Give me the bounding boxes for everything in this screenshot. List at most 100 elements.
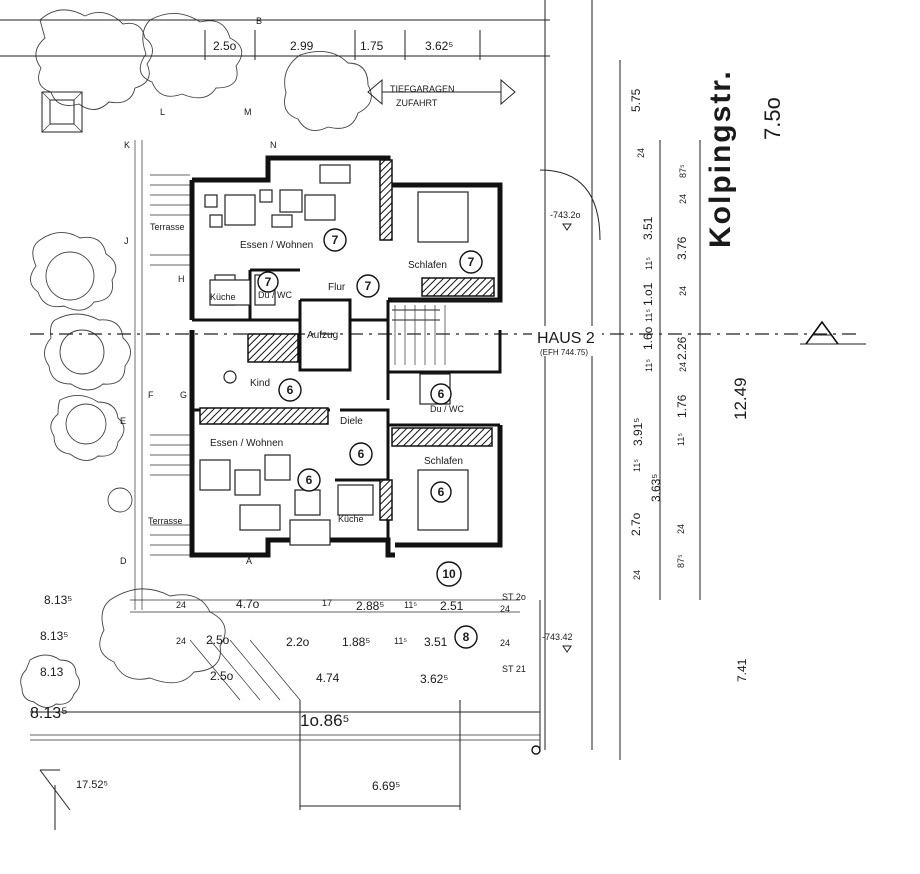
parking-8: 8 [463,630,470,644]
dim-115-a: 11⁵ [644,257,654,270]
house-efh: (EFH 744.75) [540,348,588,357]
dim-24-c: 24 [678,286,688,296]
dim-115-bottom-b: 11⁵ [394,636,407,646]
dim-251: 2.51 [440,599,464,613]
point-g: G [180,390,187,400]
point-k: K [124,140,130,150]
unit-6-living: 6 [306,473,313,487]
dimensions-right: 5.75 3.51 3.76 1.o1 1.6o 2.26 1.76 3.91⁵… [542,88,750,682]
dim-3635: 3.63⁵ [649,474,663,502]
dim-115-d: 11⁵ [676,433,686,446]
dim-3915: 3.91⁵ [631,418,645,446]
house-name: HAUS 2 [537,330,595,347]
dim-8135-a: 8.13⁵ [44,593,72,607]
dim-474: 4.74 [316,671,340,685]
room-essen-wohnen-lower: Essen / Wohnen [210,438,283,449]
garage-label-2: ZUFAHRT [396,98,438,108]
unit-7-sleep: 7 [468,255,475,269]
room-duwc-upper: Du / WC [258,290,293,300]
point-h: H [178,274,185,284]
point-b: B [256,16,262,26]
dim-2885: 2.88⁵ [356,599,384,613]
dim-220: 2.2o [286,635,310,649]
reference-lines [0,0,866,830]
unit-7-duwc: 7 [265,275,272,289]
room-duwc-lower: Du / WC [430,404,465,414]
unit-6-sleep: 6 [438,485,445,499]
dim-115-b: 11⁵ [644,309,654,322]
dim-1249: 12.49 [731,377,750,420]
dim-24-d: 24 [678,362,688,372]
dim-8135-d: 8.13⁵ [30,705,68,722]
room-kueche-upper: Küche [210,292,236,302]
point-a: A [246,556,252,566]
dimensions-bottom: 4.7o 2.88⁵ 2.51 ST 2o 2.5o 2.2o 1.88⁵ 3.… [30,592,526,793]
dim-6695: 6.69⁵ [372,779,400,793]
st-21: ST 21 [502,664,526,674]
dim-470: 4.7o [236,597,260,611]
room-terrasse-upper: Terrasse [150,222,185,232]
room-labels: Essen / Wohnen Schlafen Flur Aufzug Kind… [148,222,465,526]
dim-17525: 17.52⁵ [76,779,108,791]
room-schlafen-lower: Schlafen [424,456,463,467]
unit-6-kind: 6 [287,383,294,397]
building-walls [189,155,503,558]
dim-3625-bottom: 3.62⁵ [420,672,448,686]
point-n: N [270,140,277,150]
garage-label-1: TIEFGARAGEN [390,84,455,94]
dimensions-top: 2.5o 2.99 1.75 3.62⁵ [213,39,453,53]
point-m: M [244,107,252,117]
dim-351-bottom: 3.51 [424,635,448,649]
room-aufzug: Aufzug [307,330,338,341]
dim-351: 3.51 [641,216,655,240]
point-l: L [160,107,165,117]
dim-250: 2.5o [213,39,237,53]
dim-175: 1.75 [360,39,384,53]
unit-7-flur: 7 [365,279,372,293]
dim-24-bottom-d: 24 [500,638,510,648]
room-essen-wohnen-upper: Essen / Wohnen [240,240,313,251]
furniture [199,164,469,546]
dim-24-bottom-b: 24 [176,636,186,646]
dim-299: 2.99 [290,39,314,53]
dim-875-top: 87⁵ [678,164,688,178]
dim-376: 3.76 [675,236,689,260]
dim-115-c: 11⁵ [644,359,654,372]
level-7432: -743.2o [550,210,581,220]
dim-813-c: 8.13 [40,665,64,679]
dim-115-e: 11⁵ [632,459,642,472]
dim-17: 17 [322,598,332,608]
dim-176: 1.76 [675,394,689,418]
dim-250-mid: 2.5o [206,633,230,647]
dim-24-b: 24 [678,194,688,204]
st-20: ST 2o [502,592,526,602]
room-schlafen-upper: Schlafen [408,260,447,271]
dim-875-bottom: 87⁵ [676,554,686,568]
point-d: D [120,556,127,566]
dim-226: 2.26 [675,336,689,360]
room-terrasse-lower: Terrasse [148,516,183,526]
room-kind: Kind [250,378,270,389]
dim-250-bottom: 2.5o [210,669,234,683]
dim-160: 1.6o [641,326,655,350]
room-diele: Diele [340,416,363,427]
dim-741: 7.41 [735,658,749,682]
annotations: TIEFGARAGEN ZUFAHRT HAUS 2 (EFH 744.75) … [367,69,839,357]
unit-6-diele: 6 [358,447,365,461]
dim-1885: 1.88⁵ [342,635,370,649]
point-j: J [124,236,129,246]
unit-6-duwc: 6 [438,387,445,401]
dim-115-bottom-a: 11⁵ [404,600,417,610]
dim-24-e: 24 [676,524,686,534]
dim-10865: 1o.86⁵ [300,711,350,730]
parking-10: 10 [442,567,456,581]
landscaping [20,9,540,741]
room-kueche-lower: Küche [338,514,364,524]
dim-3625: 3.62⁵ [425,39,453,53]
street-name: Kolpingstr. [704,69,737,248]
dim-24-a: 24 [636,148,646,158]
room-flur: Flur [328,282,346,293]
unit-markers: 7 7 7 7 6 6 6 6 6 10 8 [257,228,483,649]
dim-24-bottom-c: 24 [500,604,510,614]
